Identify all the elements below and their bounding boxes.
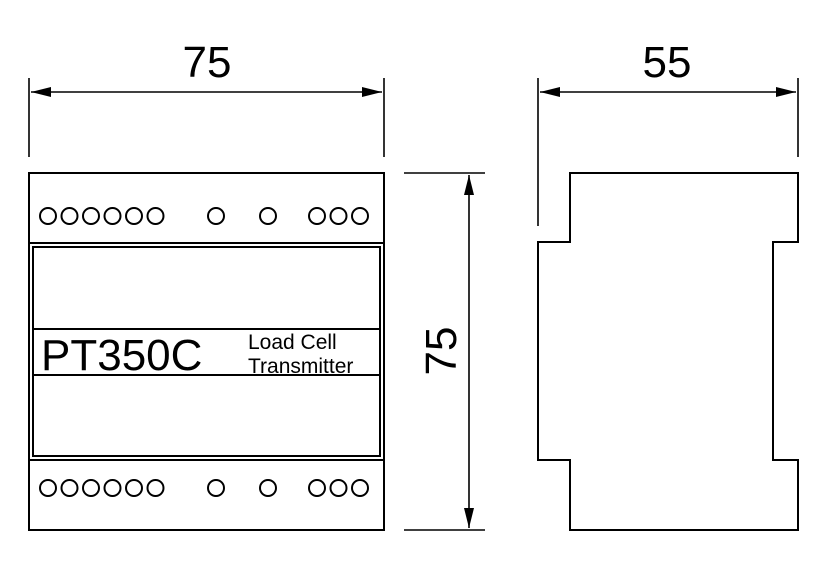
top-terminal-3 <box>82 207 100 225</box>
bottom-terminal-row <box>39 479 369 497</box>
height-dimension: 75 <box>404 172 485 531</box>
top-terminal-row <box>39 207 369 225</box>
model-name: PT350C <box>41 331 202 380</box>
top-terminal-5 <box>125 207 143 225</box>
bottom-terminal-3 <box>82 479 100 497</box>
height-dimension-label: 75 <box>417 327 466 376</box>
top-terminal-10 <box>329 207 348 225</box>
depth-dimension: 55 <box>537 38 799 226</box>
bottom-terminal-6 <box>146 479 165 497</box>
description-line-2: Transmitter <box>248 355 353 378</box>
side-view-outline <box>537 172 799 531</box>
side-view <box>537 172 799 531</box>
bottom-terminal-1 <box>39 479 57 497</box>
top-terminal-4 <box>103 207 122 225</box>
bottom-terminal-10 <box>329 479 348 497</box>
width-dimension: 75 <box>28 38 385 157</box>
bottom-terminal-11 <box>351 479 369 497</box>
bottom-terminal-5 <box>125 479 143 497</box>
bottom-terminal-4 <box>103 479 122 497</box>
top-terminal-6 <box>146 207 165 225</box>
top-terminal-1 <box>39 207 57 225</box>
depth-dimension-label: 55 <box>643 38 692 87</box>
description-line-1: Load Cell <box>248 331 337 354</box>
top-terminal-8 <box>259 207 277 225</box>
top-terminal-7 <box>207 207 225 225</box>
front-view-outline <box>28 172 385 531</box>
top-terminal-9 <box>308 207 326 225</box>
front-panel <box>32 246 381 457</box>
top-terminal-2 <box>60 207 79 225</box>
top-terminal-11 <box>351 207 369 225</box>
bottom-terminal-9 <box>308 479 326 497</box>
bottom-terminal-2 <box>60 479 79 497</box>
bottom-terminal-8 <box>259 479 277 497</box>
bottom-terminal-7 <box>207 479 225 497</box>
width-dimension-label: 75 <box>183 38 232 87</box>
front-view: PT350C Load Cell Transmitter <box>28 172 385 531</box>
